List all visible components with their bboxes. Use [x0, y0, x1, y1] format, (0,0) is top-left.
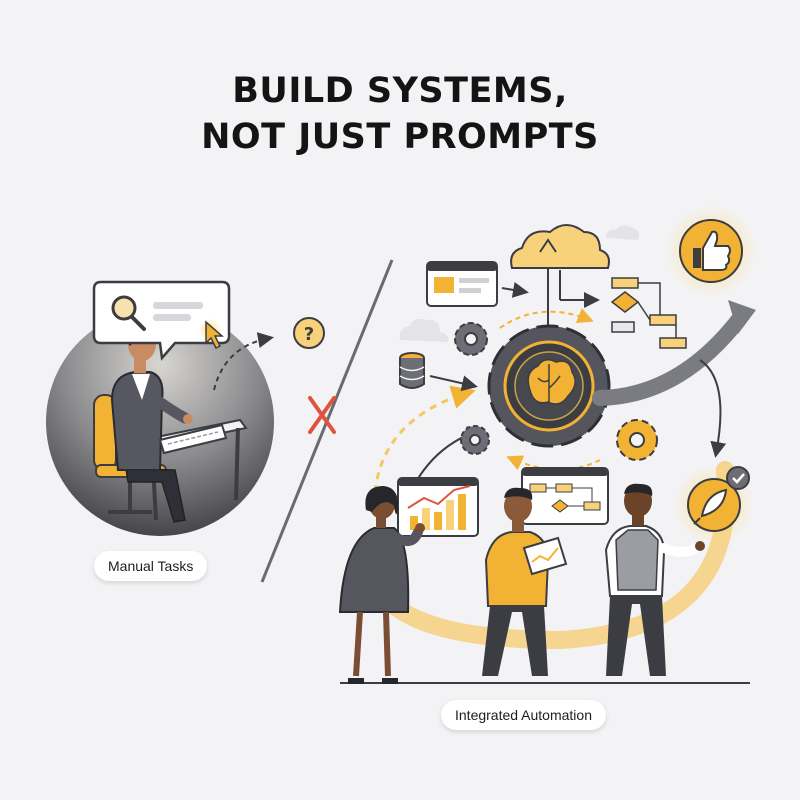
- person-woman: [338, 486, 425, 684]
- search-icon: [111, 295, 146, 331]
- cursor-icon: [198, 318, 224, 350]
- question-mark: ?: [304, 324, 314, 345]
- cloud-icon: [399, 318, 449, 342]
- title-line-2: NOT JUST PROMPTS: [201, 117, 599, 157]
- dashed-arrow: [213, 332, 274, 391]
- search-bubble: [92, 280, 231, 361]
- brain-gear: [487, 324, 611, 448]
- person-man-presenting: [604, 483, 705, 676]
- gear-icon: [616, 419, 658, 461]
- flowchart-icon: [610, 277, 687, 349]
- manual-tasks-label: Manual Tasks: [94, 551, 208, 581]
- brain-icon: [527, 359, 576, 405]
- database-icon: [399, 352, 425, 389]
- bar-chart-icon: [397, 477, 479, 537]
- cloud-icon: [510, 224, 610, 325]
- manual-scene: ?: [46, 280, 325, 536]
- integrated-automation-label: Integrated Automation: [441, 700, 606, 730]
- browser-window-icon: [426, 261, 498, 307]
- cross-icon: [308, 396, 336, 434]
- growth-arrow: [592, 310, 748, 406]
- check-icon: [726, 466, 750, 490]
- question-icon: ?: [293, 317, 325, 349]
- thumbs-up-icon: [665, 205, 757, 297]
- gear-icon: [454, 322, 488, 356]
- keyboard-icon: [158, 423, 228, 455]
- tablet-icon: [522, 536, 568, 576]
- automation-scene: [338, 205, 757, 684]
- browser-window-icon: [521, 467, 609, 525]
- person-man-tablet: [482, 487, 568, 676]
- gear-icon: [460, 425, 490, 455]
- title-line-1: BUILD SYSTEMS,: [232, 71, 568, 111]
- page-title: BUILD SYSTEMS, NOT JUST PROMPTS: [0, 68, 800, 160]
